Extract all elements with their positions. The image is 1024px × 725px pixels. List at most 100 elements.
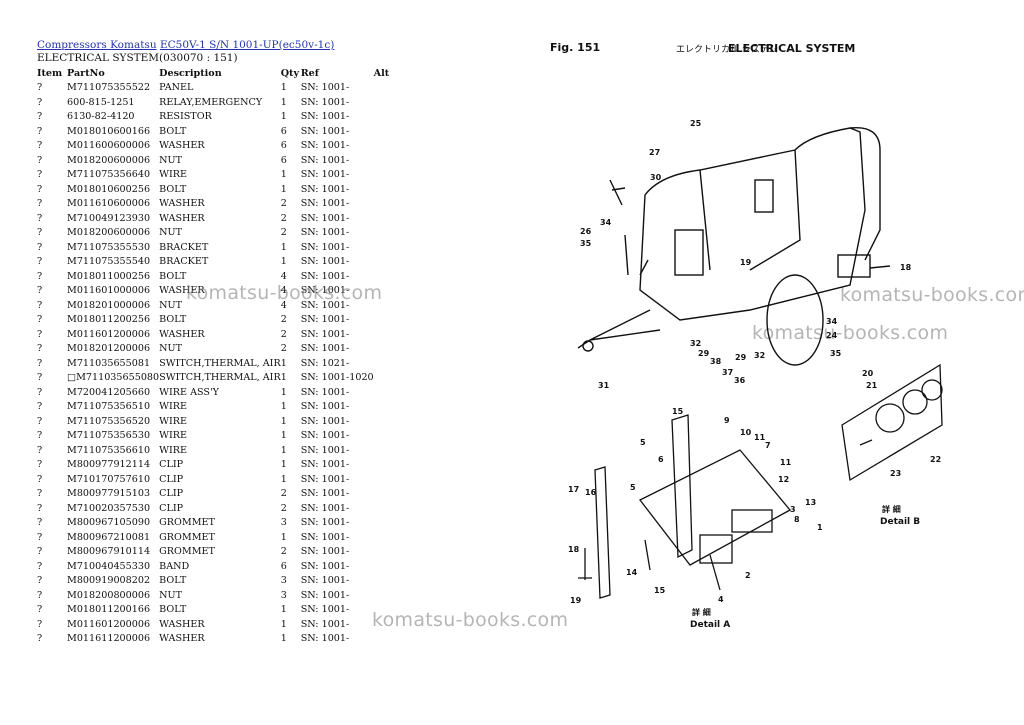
row-ref: SN: 1001- [300,125,350,137]
row-partno: M018200600006 [67,154,151,166]
row-ref: SN: 1001- [300,256,350,267]
watermark: komatsu-books.com [840,284,1024,306]
row-item: ? [37,401,43,412]
row-alt [374,328,414,343]
row-partno: M710040455330 [67,560,151,572]
row-description: BAND [159,560,190,572]
row-partno: M710170757610 [67,473,151,485]
diagram-callout: 31 [598,381,610,390]
row-ref: SN: 1001- [300,169,350,180]
page-subtitle: ELECTRICAL SYSTEM(030070 : 151) [37,52,238,64]
row-qty: 1 [280,459,287,470]
row-description: NUT [159,343,183,354]
row-description: GROMMET [159,546,215,557]
watermark: komatsu-books.com [372,609,569,631]
row-ref: SN: 1001- [300,183,350,195]
diagram-callout: 35 [830,349,842,358]
row-alt [374,313,414,328]
row-partno: 6130-82-4120 [67,111,135,122]
row-description: NUT [159,154,183,166]
row-ref: SN: 1001- [300,618,350,630]
exploded-parts-diagram: エレクトリカル システム Fig. 151 ELECTRICAL SYSTEM … [550,41,943,630]
row-qty: 1 [280,386,287,398]
breadcrumb-link-model[interactable]: EC50V-1 S/N 1001-UP(ec50v-1c) [159,39,335,51]
row-description: BOLT [159,183,187,195]
row-qty: 1 [280,169,287,180]
row-ref: SN: 1001- [300,633,350,644]
row-item: ? [37,96,43,108]
row-partno: M800977912114 [67,459,151,470]
row-item: ? [37,357,43,369]
row-ref: SN: 1001- [300,386,350,398]
row-qty: 1 [280,444,287,456]
row-description: WIRE [159,169,188,180]
diagram-callout: 15 [654,586,666,595]
row-description: GROMMET [159,531,215,543]
row-partno: M011610600006 [67,198,151,209]
row-qty: 1 [280,183,287,195]
diagram-callout: 20 [862,369,874,378]
row-item: ? [37,531,43,543]
row-alt [374,458,414,473]
diagram-callout: 26 [580,227,592,236]
watermark: komatsu-books.com [752,322,949,344]
row-item: ? [37,604,43,615]
row-partno: 600-815-1251 [67,96,135,108]
diagram-callout: 10 [740,428,752,437]
row-partno: M711075356640 [67,169,151,180]
row-partno: M711035655081 [67,357,151,369]
row-description: RESISTOR [159,111,212,122]
row-item: ? [37,227,43,238]
row-alt [374,487,414,502]
diagram-callout: 5 [630,483,636,492]
row-item: ? [37,140,43,151]
watermark: komatsu-books.com [186,282,383,304]
row-alt [374,415,414,430]
row-description: BOLT [159,604,187,615]
row-item: ? [37,546,43,557]
row-ref: SN: 1001- [300,488,350,499]
row-partno: M720041205660 [67,386,151,398]
parts-table: Item PartNo Description Qty Ref Alt ?M71… [37,66,414,647]
detail-b-drawing [841,363,943,482]
row-description: WASHER [159,285,205,296]
diagram-callout: 24 [826,331,838,340]
row-ref: SN: 1001- [300,415,350,427]
row-alt [374,357,414,372]
row-qty: 4 [280,285,287,296]
diagram-callout: 38 [710,357,722,366]
row-alt [374,212,414,227]
breadcrumb-link-compressors[interactable]: Compressors Komatsu [37,39,157,51]
row-description: WIRE [159,401,188,412]
row-item: ? [37,154,43,166]
row-alt [374,400,414,415]
row-qty: 2 [280,227,287,238]
row-description: NUT [159,227,183,238]
row-item: ? [37,415,43,427]
row-item: ? [37,270,43,282]
row-ref: SN: 1001- [300,502,350,514]
diagram-callout: 29 [735,353,747,362]
row-ref: SN: 1001- [300,285,350,296]
row-partno: M018200600006 [67,227,151,238]
row-partno: □M711035655080 [67,372,160,383]
diagram-detail-jp: 詳 細 [882,504,901,514]
row-qty: 1 [280,415,287,427]
row-ref: SN: 1001- [300,604,350,615]
diagram-callout: 16 [585,488,597,497]
detail-a-drawing [578,414,792,599]
row-alt [374,473,414,488]
row-qty: 2 [280,198,287,209]
row-qty: 1 [280,633,287,644]
row-description: NUT [159,589,183,601]
